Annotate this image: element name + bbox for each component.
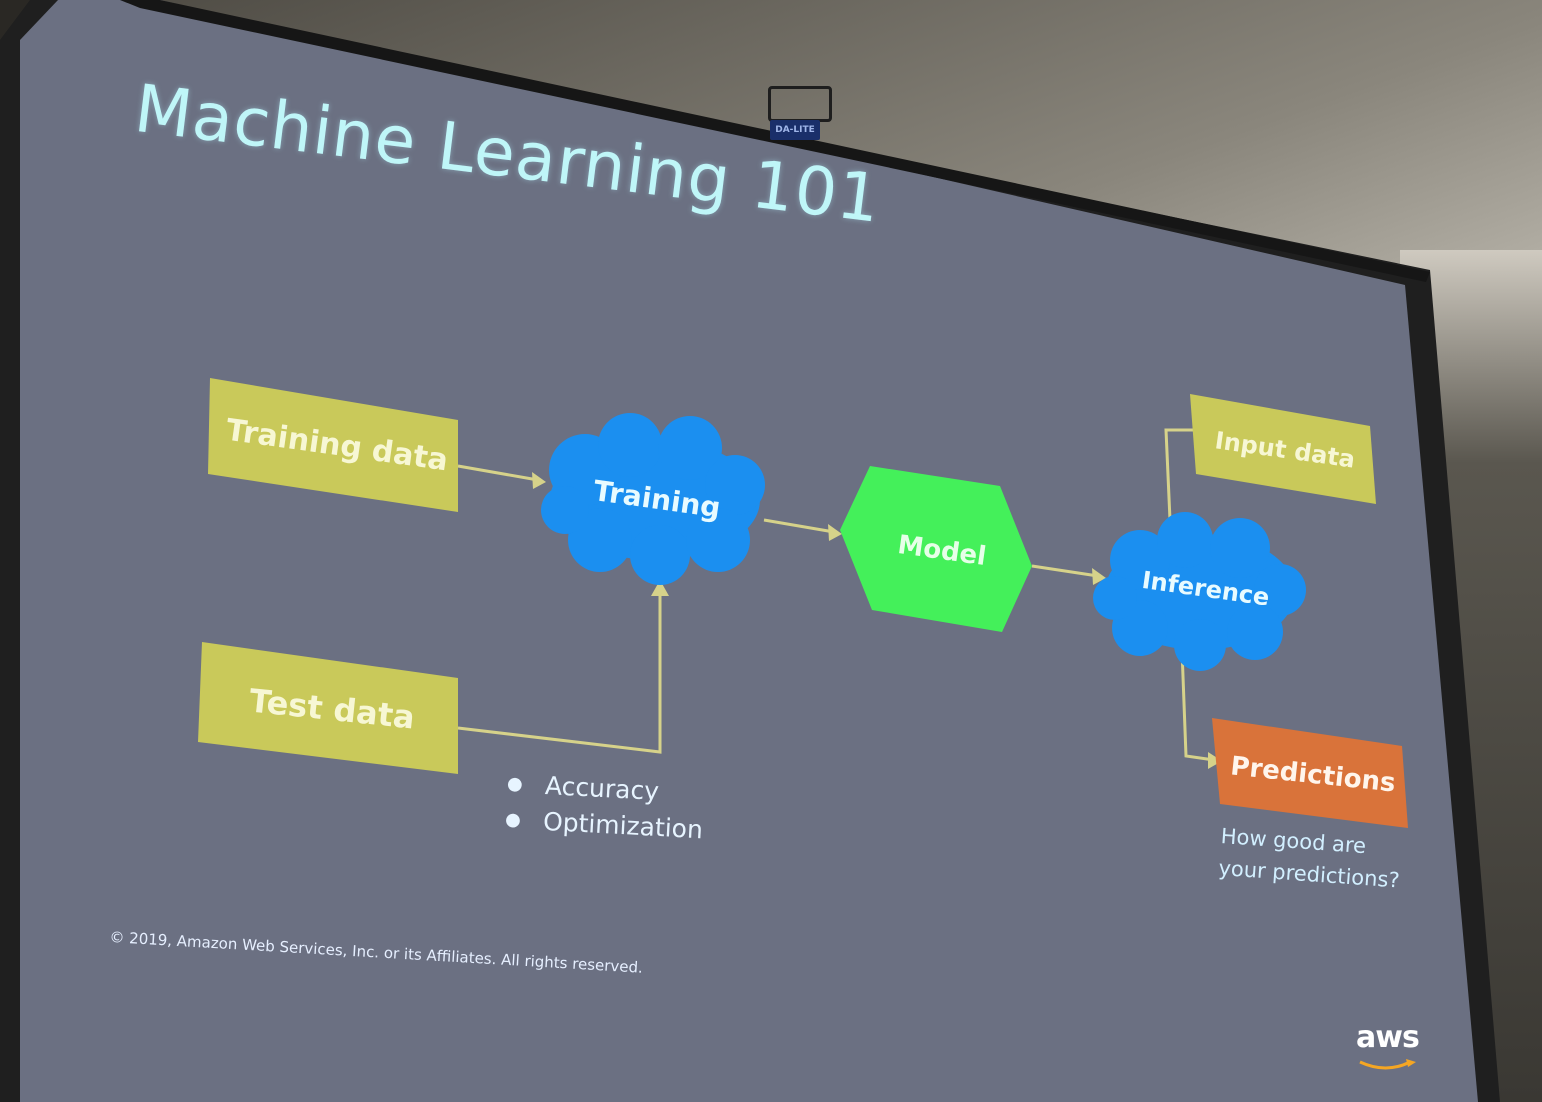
screen-top-bar (120, 0, 1430, 282)
bullet-icon: ● (504, 808, 522, 831)
arrowhead-training (532, 472, 546, 489)
predictions-note: How good are your predictions? (1218, 820, 1403, 896)
arrow-inference-to-predictions (1180, 649, 1215, 762)
arrowhead-model (828, 524, 842, 541)
mount-brand-label: DA-LITE (770, 120, 820, 140)
screen-mount-bracket (768, 86, 832, 122)
aws-smile-icon (1359, 1059, 1416, 1070)
arrow-training-to-model (763, 518, 835, 534)
predictions-box (1212, 718, 1408, 828)
bullet-text: Accuracy (544, 770, 660, 806)
line-inference-to-input-data (1164, 428, 1196, 521)
screen-surface (20, 0, 1478, 1102)
inference-cloud (1093, 512, 1306, 671)
arrow-heads (532, 472, 1222, 769)
arrow-model-to-inference (1031, 564, 1099, 578)
test-data-box (198, 642, 458, 774)
test-metrics-list: ● Accuracy ● Optimization (504, 766, 705, 848)
arrowhead-test-to-training (651, 580, 669, 596)
arrowhead-predictions (1208, 752, 1222, 769)
diagram-arrows (457, 428, 1215, 762)
arrow-training-data-to-training (457, 464, 539, 482)
training-data-box (208, 378, 458, 512)
arrowhead-inference (1092, 568, 1106, 585)
input-data-box (1190, 394, 1376, 504)
aws-logo: aws (1356, 1020, 1420, 1055)
bullet-icon: ● (506, 772, 524, 795)
arrow-test-data-to-training (457, 590, 662, 754)
training-cloud (541, 413, 765, 585)
model-hexagon (840, 466, 1032, 632)
